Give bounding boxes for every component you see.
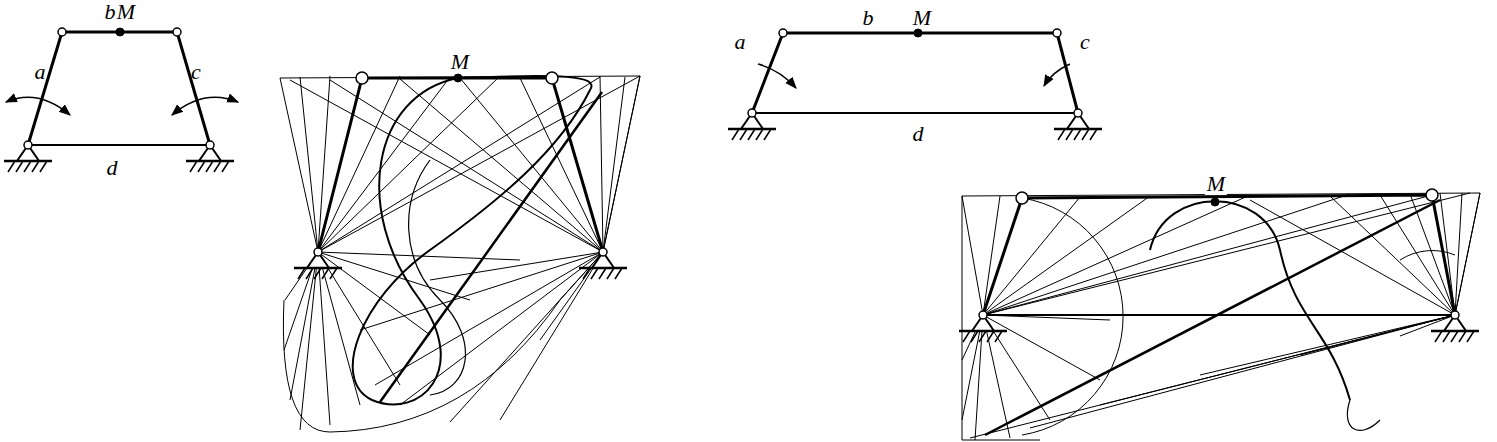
part-label: c (189, 61, 203, 83)
coupler-curve-left (280, 72, 640, 432)
part-label: M (1205, 173, 1227, 195)
part-label: a (33, 61, 48, 83)
part-label: b (861, 7, 876, 29)
part-label: a (733, 31, 748, 53)
part-label: M (115, 1, 137, 23)
small-linkage-right (752, 29, 1078, 113)
part-label: d (911, 123, 926, 145)
part-label: d (105, 157, 120, 179)
coupler-curve-right (962, 189, 1480, 440)
part-label: M (449, 51, 471, 73)
part-label: c (1078, 31, 1092, 53)
part-label: M (911, 7, 933, 29)
small-linkage-left (6, 28, 238, 145)
part-label: b (103, 1, 118, 23)
